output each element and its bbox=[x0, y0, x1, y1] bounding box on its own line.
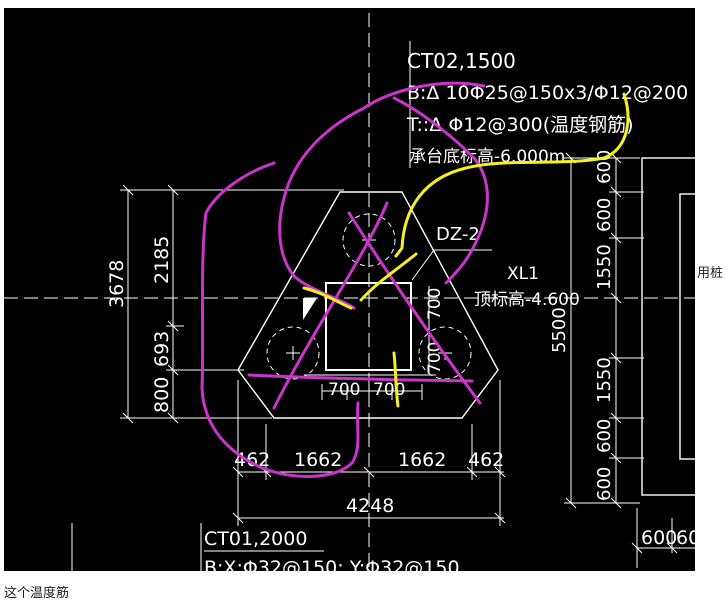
dim-right-1550a: 1550 bbox=[594, 244, 615, 290]
magenta-markup bbox=[200, 81, 489, 478]
dim-bottom-462b: 462 bbox=[468, 449, 504, 471]
dim-right-600c: 600 bbox=[594, 419, 615, 453]
yellow-stroke-1 bbox=[359, 252, 418, 302]
dim-right-total: 5500 bbox=[549, 307, 570, 353]
cap-ct01-label: CT01,2000 bbox=[204, 528, 307, 550]
ct01-lines bbox=[71, 41, 411, 571]
dim-inner-700a: 700 bbox=[328, 380, 360, 400]
lower-right-lines bbox=[631, 508, 695, 568]
dim-left-top: 2185 bbox=[151, 236, 173, 284]
pile-label: DZ-2 bbox=[436, 224, 480, 245]
beam-label: XL1 bbox=[507, 264, 539, 284]
yellow-leader bbox=[394, 92, 630, 258]
cap-ct02-label: CT02,1500 bbox=[407, 49, 516, 73]
dim-bottom-462a: 462 bbox=[234, 449, 270, 471]
magenta-diagonal-left bbox=[272, 201, 389, 410]
dim-inner-v700b: 700 bbox=[425, 342, 445, 374]
pile-right bbox=[418, 326, 472, 380]
magenta-loop-top bbox=[278, 81, 486, 310]
dim-right-600b: 600 bbox=[594, 198, 615, 232]
image-caption: 这个温度筋 bbox=[4, 586, 70, 601]
dim-right-600d: 600 bbox=[594, 467, 615, 501]
beam-elev-label: 顶标高-4.600 bbox=[474, 290, 580, 310]
column-box bbox=[325, 282, 412, 371]
dim-left-bot: 800 bbox=[151, 377, 173, 413]
magenta-horizontal bbox=[247, 373, 474, 383]
dim-inner-700b: 700 bbox=[373, 380, 405, 400]
cad-drawing-svg: CT02,1500 B:Δ 10Φ25@150x3/Φ12@200 T::Δ Φ… bbox=[4, 13, 695, 571]
dim-far-right: 600 bbox=[641, 527, 677, 549]
ct01-rebar-label: B:X:Φ32@150; Y:Φ32@150 bbox=[204, 557, 460, 571]
magenta-diagonal-right bbox=[347, 211, 482, 405]
pile-top bbox=[342, 213, 396, 267]
yellow-stroke-2 bbox=[302, 286, 353, 310]
right-dimensions bbox=[564, 152, 644, 509]
bottom-rebar-label: B:Δ 10Φ25@150x3/Φ12@200 bbox=[407, 82, 688, 104]
yellow-markup bbox=[302, 92, 630, 408]
adjacent-cap-outline bbox=[641, 157, 695, 496]
side-text: 用桩 bbox=[697, 266, 724, 281]
magenta-loop-left bbox=[200, 161, 360, 478]
dim-far-right-2: 60 bbox=[676, 527, 695, 549]
magenta-loop-right bbox=[392, 96, 489, 285]
dim-bottom-1662a: 1662 bbox=[294, 449, 342, 471]
dim-right-1550b: 1550 bbox=[594, 357, 615, 403]
left-dimensions bbox=[120, 184, 344, 424]
top-rebar-label: T::Δ Φ12@300(温度钢筋) bbox=[406, 114, 634, 136]
dim-bottom-total: 4248 bbox=[346, 495, 394, 517]
pile-left bbox=[266, 326, 320, 380]
yellow-stroke-3 bbox=[392, 351, 400, 408]
pile-circles bbox=[266, 213, 472, 380]
section-marker bbox=[303, 298, 317, 320]
dim-bottom-1662b: 1662 bbox=[398, 449, 446, 471]
dim-inner-v700a: 700 bbox=[425, 288, 445, 320]
cad-drawing-canvas[interactable]: CT02,1500 B:Δ 10Φ25@150x3/Φ12@200 T::Δ Φ… bbox=[4, 8, 695, 571]
inner-lines bbox=[304, 249, 492, 400]
dim-left-total: 3678 bbox=[106, 260, 128, 308]
cad-annotations: CT02,1500 B:Δ 10Φ25@150x3/Φ12@200 T::Δ Φ… bbox=[106, 49, 695, 571]
dim-left-mid: 693 bbox=[151, 331, 173, 367]
